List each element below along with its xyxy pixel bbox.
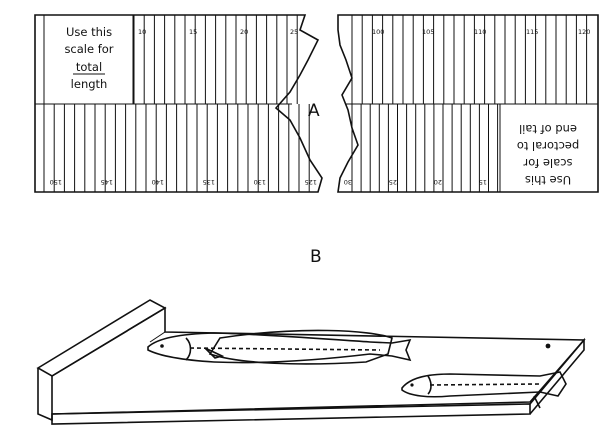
scale-number: 130 bbox=[254, 178, 266, 186]
scale-number: 105 bbox=[422, 28, 434, 36]
note-line: scale for bbox=[523, 156, 572, 170]
pin-icon bbox=[533, 395, 541, 409]
scale-ticks-bottom-right bbox=[351, 104, 499, 192]
scale-ticks-top-right bbox=[351, 15, 588, 104]
note-total-length: Use this scale for total length bbox=[64, 25, 113, 91]
scale-number: 10 bbox=[138, 28, 146, 36]
panel-a-label: A bbox=[308, 101, 320, 121]
scale-number: 125 bbox=[305, 178, 317, 186]
panel-b-label: B bbox=[310, 247, 322, 267]
note-pectoral-to-tail: Use this scale for pectoral to end of ta… bbox=[517, 122, 579, 187]
scale-left-outline bbox=[34, 14, 323, 193]
note-line: length bbox=[71, 77, 108, 91]
board-hole bbox=[545, 343, 551, 349]
scale-number: 20 bbox=[434, 178, 442, 186]
scale-number: 145 bbox=[101, 178, 113, 186]
scale-number: 120 bbox=[578, 28, 590, 36]
scale-number: 110 bbox=[474, 28, 486, 36]
scale-ticks-top-left bbox=[133, 15, 298, 104]
panel-a: 10 15 20 25 100 105 110 115 120 150 145 … bbox=[34, 14, 599, 193]
scale-number: 20 bbox=[240, 28, 248, 36]
scale-number: 115 bbox=[526, 28, 538, 36]
scale-number: 25 bbox=[290, 28, 298, 36]
board-back-wall-side bbox=[37, 368, 53, 422]
scale-number: 100 bbox=[372, 28, 384, 36]
note-line: scale for bbox=[64, 42, 113, 56]
scale-number: 15 bbox=[189, 28, 197, 36]
paper-strip bbox=[208, 329, 393, 365]
note-line: total bbox=[76, 60, 102, 74]
board-back-wall bbox=[36, 299, 167, 377]
note-line: Use this bbox=[66, 25, 112, 39]
board-top-surface bbox=[51, 306, 586, 415]
scale-number: 140 bbox=[152, 178, 164, 186]
board-back-joint bbox=[149, 331, 166, 343]
scale-number: 15 bbox=[479, 178, 487, 186]
note-line: end of tail bbox=[519, 122, 577, 136]
note-line: pectoral to bbox=[517, 139, 579, 153]
scale-number: 30 bbox=[344, 178, 352, 186]
board-front-edge bbox=[51, 403, 531, 425]
panel-b-measuring-board bbox=[36, 299, 586, 425]
scale-ticks-bottom-left bbox=[43, 104, 310, 192]
note-line: Use this bbox=[525, 173, 571, 187]
scale-number: 25 bbox=[389, 178, 397, 186]
fish-large bbox=[147, 332, 412, 364]
scale-number: 150 bbox=[50, 178, 62, 186]
scale-number: 135 bbox=[203, 178, 215, 186]
fish-small bbox=[401, 371, 567, 398]
